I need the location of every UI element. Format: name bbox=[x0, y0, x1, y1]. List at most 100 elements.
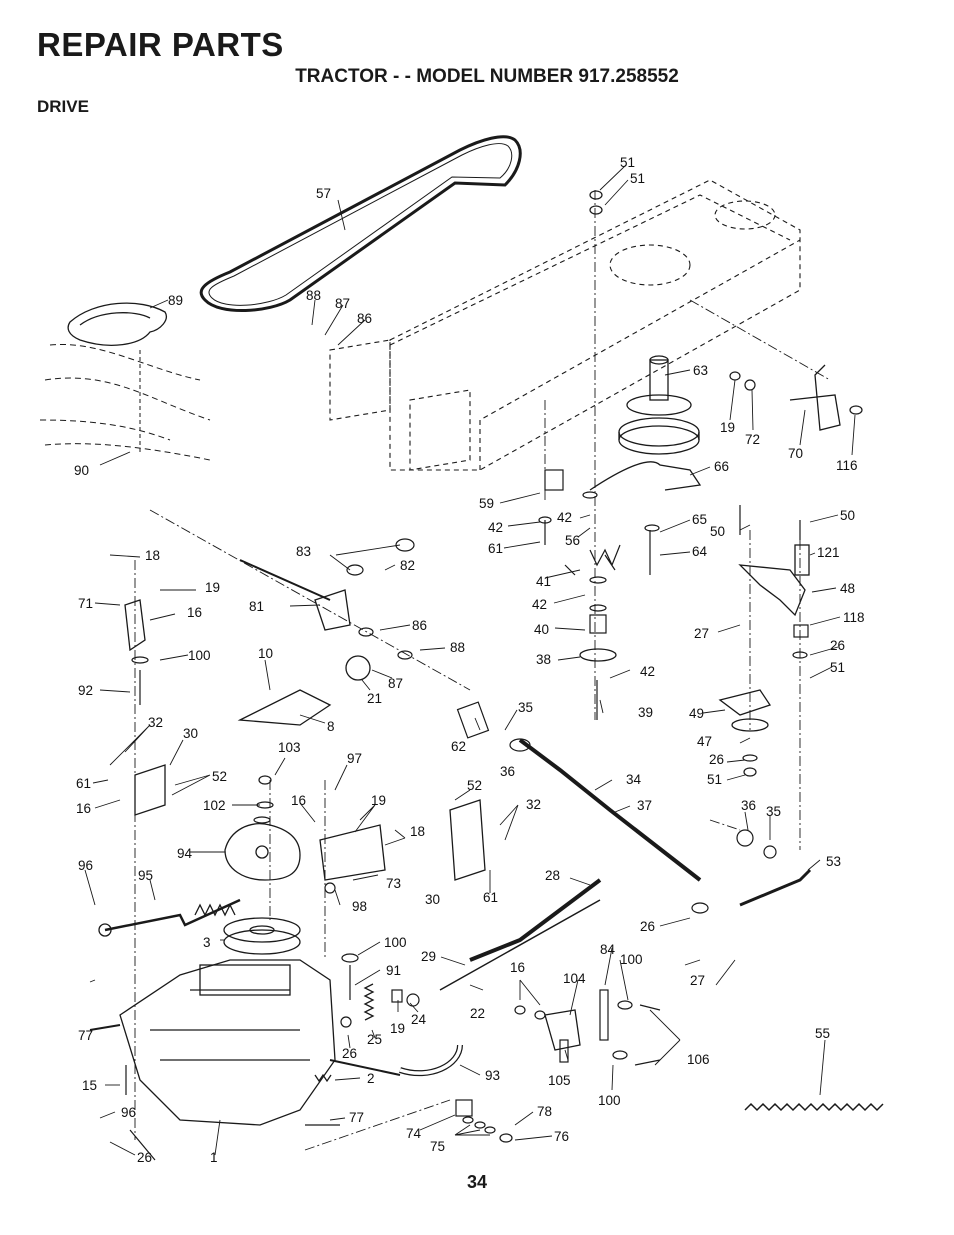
callout: 66 bbox=[714, 459, 729, 474]
callout: 77 bbox=[78, 1028, 93, 1043]
callout: 59 bbox=[479, 496, 494, 511]
callout: 2 bbox=[367, 1071, 375, 1086]
idler-arm bbox=[738, 564, 806, 617]
callout: 94 bbox=[177, 846, 193, 861]
callout: 52 bbox=[467, 778, 482, 793]
callout: 50 bbox=[710, 524, 725, 539]
callout: 30 bbox=[183, 726, 198, 741]
callout: 36 bbox=[741, 798, 756, 813]
callout: 63 bbox=[693, 363, 708, 378]
callout: 27 bbox=[690, 973, 705, 988]
callout: 96 bbox=[78, 858, 93, 873]
callout: 28 bbox=[545, 868, 560, 883]
callout: 29 bbox=[421, 949, 436, 964]
callout: 19 bbox=[371, 793, 386, 808]
callout: 96 bbox=[121, 1105, 136, 1120]
callout: 116 bbox=[836, 458, 858, 473]
callout: 100 bbox=[620, 952, 643, 967]
callout: 8 bbox=[327, 719, 335, 734]
idler-bracket bbox=[718, 689, 772, 716]
flat-idler-pulley bbox=[731, 718, 769, 732]
callout: 16 bbox=[510, 960, 525, 975]
pivot-shaft bbox=[239, 559, 331, 601]
idler-spacer bbox=[794, 544, 810, 576]
callout: 56 bbox=[565, 533, 580, 548]
clutch-brake-shaft-edge bbox=[519, 739, 701, 881]
callout: 61 bbox=[488, 541, 503, 556]
callout: 72 bbox=[745, 432, 760, 447]
callout: 1 bbox=[210, 1150, 218, 1165]
callout: 51 bbox=[620, 155, 635, 170]
callout: 93 bbox=[485, 1068, 500, 1083]
callout: 50 bbox=[840, 508, 855, 523]
callout: 121 bbox=[817, 545, 840, 560]
brake-rod bbox=[469, 878, 602, 962]
callout: 19 bbox=[720, 420, 735, 435]
callout: 86 bbox=[357, 311, 372, 326]
transaxle-housing bbox=[89, 959, 401, 1126]
callout: 105 bbox=[548, 1073, 571, 1088]
callout: 42 bbox=[557, 510, 572, 525]
callout: 87 bbox=[335, 296, 350, 311]
diagram-artwork bbox=[39, 135, 884, 1161]
return-rod bbox=[739, 868, 812, 907]
extension-spring bbox=[744, 1102, 884, 1112]
idler-pulley bbox=[579, 648, 617, 662]
callout: 26 bbox=[640, 919, 655, 934]
vent-hose-core bbox=[399, 1044, 462, 1075]
callout: 84 bbox=[600, 942, 616, 957]
callout: 100 bbox=[188, 648, 211, 663]
callout: 42 bbox=[532, 597, 547, 612]
callout: 41 bbox=[536, 574, 551, 589]
callout: 97 bbox=[347, 751, 362, 766]
callout: 82 bbox=[400, 558, 415, 573]
callout: 37 bbox=[637, 798, 652, 813]
callout: 77 bbox=[349, 1110, 364, 1125]
callout: 19 bbox=[205, 580, 220, 595]
small-spring bbox=[314, 1073, 332, 1083]
callout: 86 bbox=[412, 618, 427, 633]
callout: 71 bbox=[78, 596, 93, 611]
callout: 62 bbox=[451, 739, 466, 754]
callout: 36 bbox=[500, 764, 515, 779]
callout: 102 bbox=[203, 798, 226, 813]
callout: 88 bbox=[450, 640, 465, 655]
callout: 32 bbox=[526, 797, 541, 812]
callout: 10 bbox=[258, 646, 273, 661]
callout: 38 bbox=[536, 652, 551, 667]
callout: 89 bbox=[168, 293, 183, 308]
callout: 75 bbox=[430, 1139, 445, 1154]
callout-leaders bbox=[84, 164, 856, 1156]
callout: 92 bbox=[78, 683, 93, 698]
callout: 76 bbox=[554, 1129, 569, 1144]
cooling-fan bbox=[224, 823, 301, 881]
callout: 106 bbox=[687, 1052, 710, 1067]
callout: 22 bbox=[470, 1006, 485, 1021]
control-lever bbox=[237, 689, 332, 726]
callout: 65 bbox=[692, 512, 707, 527]
callout: 83 bbox=[296, 544, 311, 559]
shift-spring bbox=[194, 903, 236, 917]
callout: 52 bbox=[212, 769, 227, 784]
callout: 48 bbox=[840, 581, 855, 596]
callout: 100 bbox=[384, 935, 407, 950]
callout: 35 bbox=[766, 804, 781, 819]
compression-spring bbox=[363, 983, 375, 1021]
callout: 26 bbox=[342, 1046, 357, 1061]
callout: 24 bbox=[411, 1012, 427, 1027]
callout: 57 bbox=[316, 186, 331, 201]
fastener-glyphs bbox=[125, 190, 863, 1161]
callout: 27 bbox=[694, 626, 709, 641]
clutch-rod bbox=[589, 461, 702, 491]
callout: 51 bbox=[830, 660, 845, 675]
callout: 74 bbox=[406, 1126, 422, 1141]
callout: 103 bbox=[278, 740, 301, 755]
callout: 95 bbox=[138, 868, 153, 883]
callout: 64 bbox=[692, 544, 708, 559]
callout: 104 bbox=[563, 971, 586, 986]
callout: 30 bbox=[425, 892, 440, 907]
callout: 81 bbox=[249, 599, 264, 614]
knob bbox=[345, 655, 371, 681]
callout: 18 bbox=[410, 824, 425, 839]
